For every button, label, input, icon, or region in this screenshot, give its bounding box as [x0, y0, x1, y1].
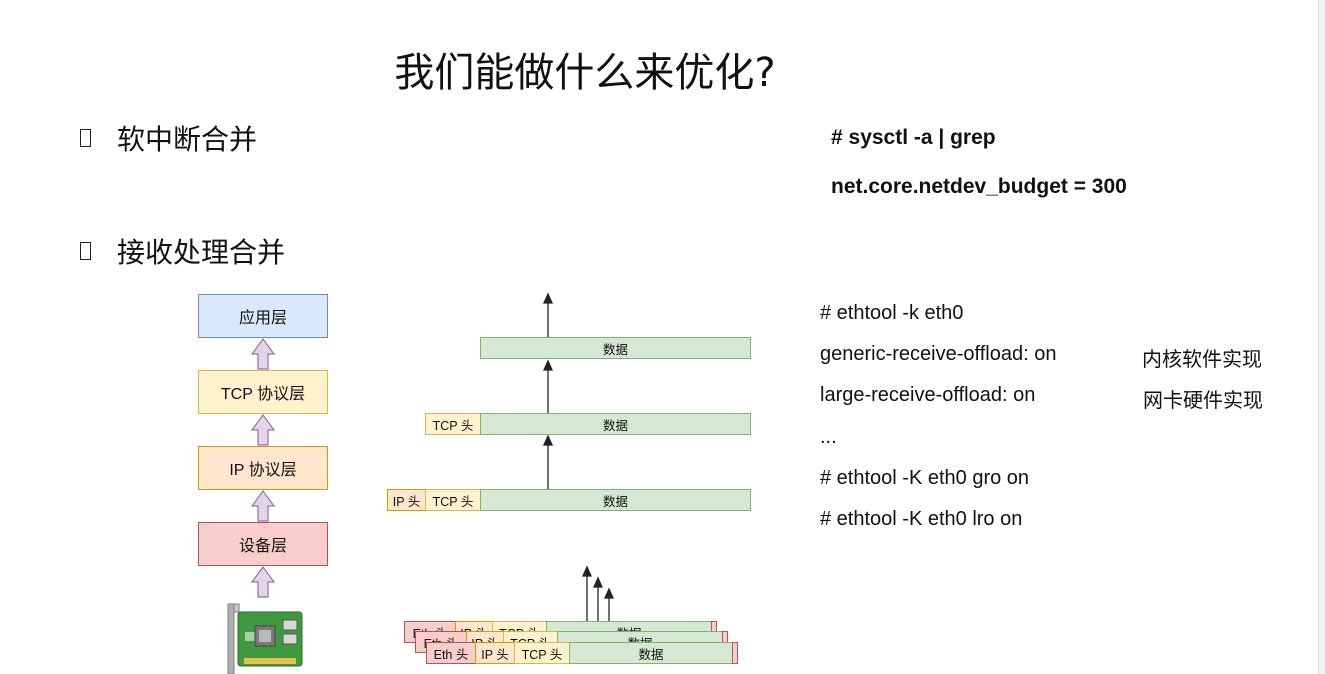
ethtool-note-lro: 网卡硬件实现	[1143, 390, 1263, 412]
packet-eth-trailer	[732, 642, 738, 664]
layer-device: 设备层	[198, 522, 328, 566]
ethtool-line-1: # ethtool -k eth0	[820, 302, 964, 324]
network-card-icon	[227, 603, 303, 674]
sysctl-command: # sysctl -a | grep	[831, 126, 996, 149]
ethtool-line-4: ...	[820, 426, 837, 448]
sysctl-output: net.core.netdev_budget = 300	[831, 175, 1127, 198]
ethtool-line-6: # ethtool -K eth0 lro on	[820, 508, 1023, 530]
ethtool-line-5: # ethtool -K eth0 gro on	[820, 467, 1030, 489]
ethtool-note-gro: 内核软件实现	[1142, 349, 1262, 371]
bullet-softirq-merge: 软中断合并	[80, 118, 257, 158]
ethtool-line-3: large-receive-offload: on	[820, 384, 1036, 406]
scrollbar-edge[interactable]	[1318, 0, 1325, 674]
ethtool-line-2: generic-receive-offload: on	[820, 343, 1057, 365]
bullet-receive-merge: 接收处理合并	[80, 231, 285, 271]
layer-tcp: TCP 协议层	[198, 370, 328, 414]
packet-data-segment: 数据	[569, 642, 733, 664]
up-arrow-icon	[250, 489, 276, 522]
packet-tcp-header: TCP 头	[514, 642, 570, 664]
packet-data-segment: 数据	[480, 413, 751, 435]
bullet-label: 接收处理合并	[117, 236, 286, 269]
packet-data-segment: 数据	[480, 489, 751, 511]
packet-arrows	[542, 292, 615, 642]
packet-ip-header: IP 头	[387, 489, 426, 511]
up-arrow-icon	[250, 337, 276, 370]
up-arrow-icon	[250, 413, 276, 446]
bullet-label: 软中断合并	[117, 123, 258, 156]
packet-eth-header: Eth 头	[426, 642, 476, 664]
layer-ip: IP 协议层	[198, 446, 328, 490]
packet-data-segment: 数据	[480, 337, 751, 359]
packet-tcp-header: TCP 头	[425, 413, 481, 435]
packet-tcp-header: TCP 头	[425, 489, 481, 511]
layer-application: 应用层	[198, 294, 328, 338]
packet-ip-header: IP 头	[475, 642, 515, 664]
bullet-box-icon	[80, 242, 91, 260]
bullet-box-icon	[80, 129, 91, 147]
page-title: 我们能做什么来优化?	[394, 50, 776, 96]
up-arrow-icon	[250, 565, 276, 598]
